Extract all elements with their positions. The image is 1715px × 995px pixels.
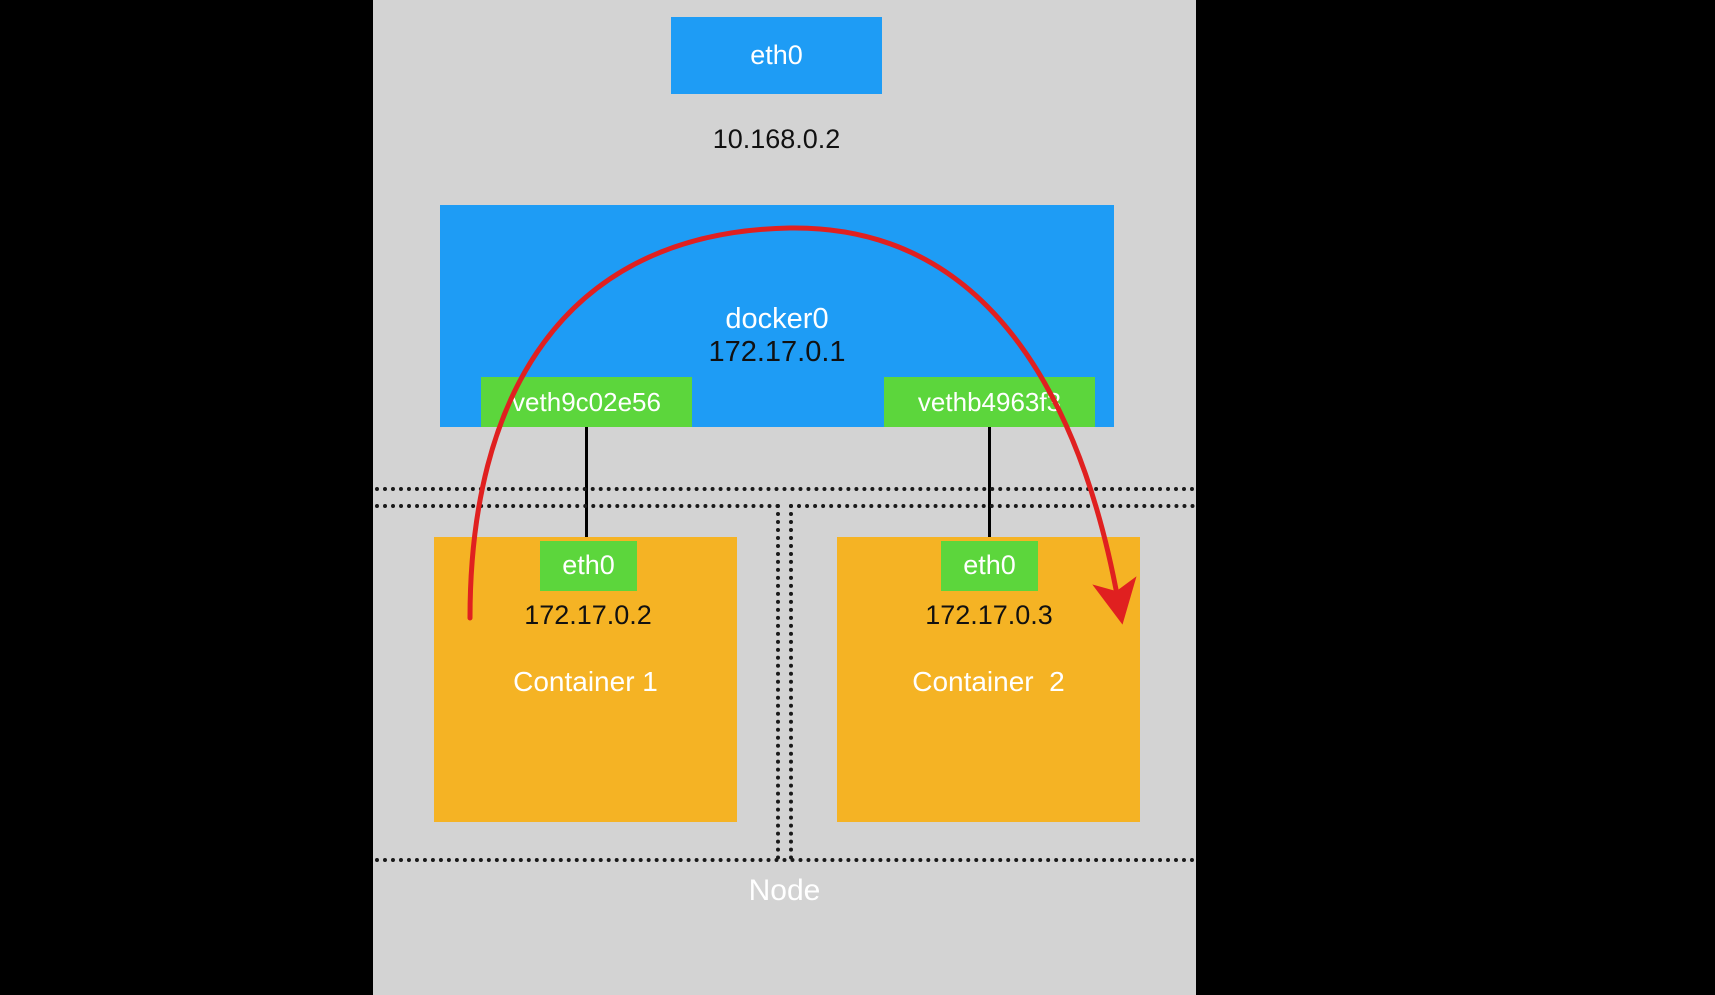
container-2-eth0-label: eth0	[963, 550, 1016, 581]
container-1-eth0-box[interactable]: eth0	[540, 541, 637, 591]
container-2-ip: 172.17.0.3	[925, 600, 1053, 630]
host-eth0-label: eth0	[750, 39, 803, 70]
node-label: Node	[748, 874, 821, 907]
veth-right-box[interactable]: vethb4963f3	[884, 377, 1095, 427]
veth-left-box[interactable]: veth9c02e56	[481, 377, 692, 427]
docker0-ip: 172.17.0.1	[708, 336, 846, 368]
container-1-name: Container 1	[513, 666, 658, 697]
veth-left-label: veth9c02e56	[512, 386, 661, 417]
docker0-name: docker0	[725, 303, 829, 335]
docker0-labels: docker0 172.17.0.1	[440, 303, 1114, 369]
node-namespace-boundary	[375, 487, 1195, 491]
container-2-name: Container 2	[912, 666, 1065, 697]
host-eth0-ip: 10.168.0.2	[712, 124, 841, 154]
host-eth0-box[interactable]: eth0	[671, 17, 882, 94]
node-panel: eth0 10.168.0.2 docker0 172.17.0.1 veth9…	[373, 0, 1196, 995]
containers-namespace-bottom-boundary	[375, 858, 1195, 862]
veth-right-label: vethb4963f3	[917, 386, 1062, 417]
container-1-ip: 172.17.0.2	[524, 600, 652, 630]
container-2-eth0-box[interactable]: eth0	[941, 541, 1038, 591]
container-1-eth0-label: eth0	[562, 550, 615, 581]
